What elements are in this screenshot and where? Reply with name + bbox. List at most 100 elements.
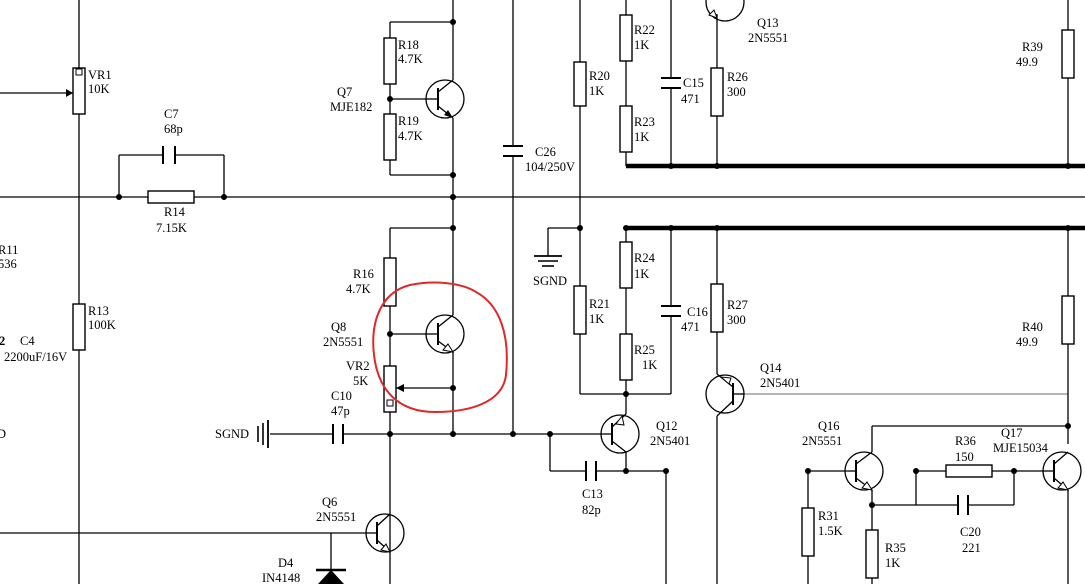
r24-value: 1K: [634, 267, 649, 281]
q16-symbol: [844, 451, 884, 491]
q14-ref: Q14: [760, 361, 782, 375]
r22-ref: R22: [634, 23, 655, 37]
edge-fragment-d: D: [0, 427, 6, 441]
c15-value: 471: [681, 92, 700, 106]
r20-body: [573, 61, 587, 107]
r35-body: [865, 529, 879, 579]
r23-ref: R23: [634, 115, 655, 129]
q16-ref: Q16: [818, 419, 840, 433]
resistors: [72, 14, 1075, 579]
c15-ref: C15: [683, 76, 704, 90]
r11-ref: R11: [0, 243, 18, 257]
vr1-body: [72, 67, 86, 115]
r19-body: [383, 113, 397, 161]
q17-symbol: [1042, 451, 1082, 491]
q6-ref: Q6: [322, 495, 337, 509]
r36-ref: R36: [955, 434, 976, 448]
r35-ref: R35: [885, 541, 906, 555]
r19-ref: R19: [398, 114, 419, 128]
r14-value: 7.15K: [156, 221, 187, 235]
r19-value: 4.7K: [398, 129, 423, 143]
r22-value: 1K: [634, 38, 649, 52]
r23-body: [619, 105, 633, 153]
vr2-ref: VR2: [346, 359, 370, 373]
r13-body: [72, 303, 86, 351]
sgnd-mid-symbol: [534, 255, 562, 267]
r24-ref: R24: [634, 251, 656, 265]
q13-symbol: [705, 0, 745, 22]
c7-ref: C7: [164, 107, 179, 121]
c13-value: 82p: [582, 503, 601, 517]
q8-symbol: [425, 314, 465, 354]
r36-body: [945, 464, 993, 478]
r39-value: 49.9: [1016, 55, 1038, 69]
r20-value: 1K: [589, 84, 604, 98]
q17-ref: Q17: [1001, 426, 1023, 440]
transistors: [365, 0, 1082, 553]
r23-value: 1K: [634, 130, 649, 144]
q13-value: 2N5551: [748, 31, 788, 45]
r39-ref: R39: [1022, 40, 1043, 54]
q12-symbol: [600, 413, 640, 454]
c26-value: 104/250V: [525, 160, 575, 174]
r36-value: 150: [955, 450, 974, 464]
power-bus: [626, 163, 1085, 231]
q13-ref: Q13: [757, 16, 779, 30]
d4-symbol: [316, 568, 346, 584]
q7-value: MJE182: [330, 100, 372, 114]
r31-ref: R31: [818, 509, 839, 523]
c10-ref: C10: [331, 389, 352, 403]
d4-value: IN4148: [262, 571, 300, 584]
edge-fragment-2: 2: [0, 334, 5, 348]
wipers: [66, 68, 404, 407]
d4-ref: D4: [278, 556, 294, 570]
c16-value: 471: [681, 320, 700, 334]
c4-value: 2200uF/16V: [4, 350, 67, 364]
q14-symbol: [705, 373, 745, 417]
c16-ref: C16: [687, 305, 708, 319]
c20-ref: C20: [960, 525, 981, 539]
r31-value: 1.5K: [818, 524, 843, 538]
r21-body: [573, 285, 587, 335]
q16-value: 2N5551: [802, 434, 842, 448]
r40-ref: R40: [1022, 320, 1043, 334]
q12-value: 2N5401: [650, 434, 690, 448]
r11-value: 536: [0, 257, 17, 271]
q8-value: 2N5551: [323, 335, 363, 349]
red-annotation-circle: [372, 281, 508, 414]
c10-value: 47p: [331, 404, 350, 418]
r27-body: [710, 283, 724, 333]
sgnd-left-label: SGND: [215, 427, 249, 441]
q7-ref: Q7: [337, 85, 352, 99]
q6-symbol: [365, 513, 405, 553]
r25-body: [619, 333, 633, 381]
r18-ref: R18: [398, 38, 419, 52]
capacitors: [162, 77, 969, 515]
q17-value: MJE15034: [993, 441, 1049, 455]
vr1-ref: VR1: [88, 68, 112, 82]
labels: VR1 10K C7 68p R14 7.15K R11 536 R13 100…: [0, 16, 1049, 584]
r31-body: [801, 507, 815, 557]
c4-ref: C4: [20, 334, 35, 348]
q7-symbol: [425, 79, 465, 119]
r39-body: [1061, 29, 1075, 79]
q14-value: 2N5401: [760, 376, 800, 390]
c7-value: 68p: [164, 122, 183, 136]
r20-ref: R20: [589, 69, 610, 83]
sgnd-mid-label: SGND: [533, 274, 567, 288]
r14-body: [147, 190, 195, 204]
r18-body: [383, 37, 397, 85]
r25-ref: R25: [634, 343, 655, 357]
junctions: [116, 19, 1071, 508]
r14-ref: R14: [164, 205, 186, 219]
r26-value: 300: [727, 85, 746, 99]
r21-value: 1K: [589, 312, 604, 326]
r22-body: [619, 14, 633, 62]
r18-value: 4.7K: [398, 52, 423, 66]
r26-ref: R26: [727, 70, 748, 84]
r25-value: 1K: [642, 358, 657, 372]
r35-value: 1K: [885, 556, 900, 570]
r16-ref: R16: [353, 267, 374, 281]
r40-value: 49.9: [1016, 335, 1038, 349]
